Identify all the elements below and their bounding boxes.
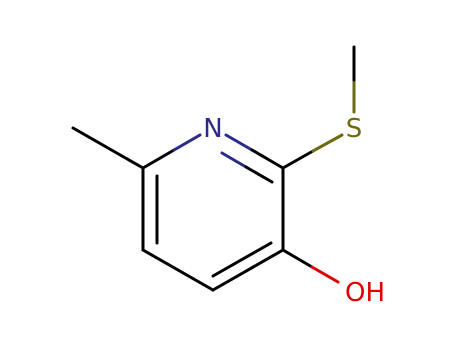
bond-c3-o-a	[281, 248, 314, 269]
bond-c3-o-b	[310, 265, 340, 284]
bond-c4-c5	[141, 248, 215, 292]
bond-c2-s-b	[311, 133, 344, 153]
atom-s-label: S	[346, 114, 363, 144]
atom-oh-label: OH	[345, 278, 385, 308]
bond-methyl-c6	[71, 126, 145, 170]
bond-c3-c4-inner	[211, 241, 273, 278]
bond-c2-s-a	[281, 149, 315, 170]
bond-n-c2-inner-b	[244, 165, 274, 184]
bond-n-c2-b	[250, 148, 285, 170]
bond-c6-n-a	[141, 148, 176, 170]
atom-n-label: N	[203, 114, 222, 144]
bond-c6-n-b	[172, 133, 202, 152]
bond-n-c2-inner-a	[220, 151, 248, 169]
bond-c3-c4	[211, 248, 285, 292]
bond-n-c2-a	[224, 133, 254, 152]
